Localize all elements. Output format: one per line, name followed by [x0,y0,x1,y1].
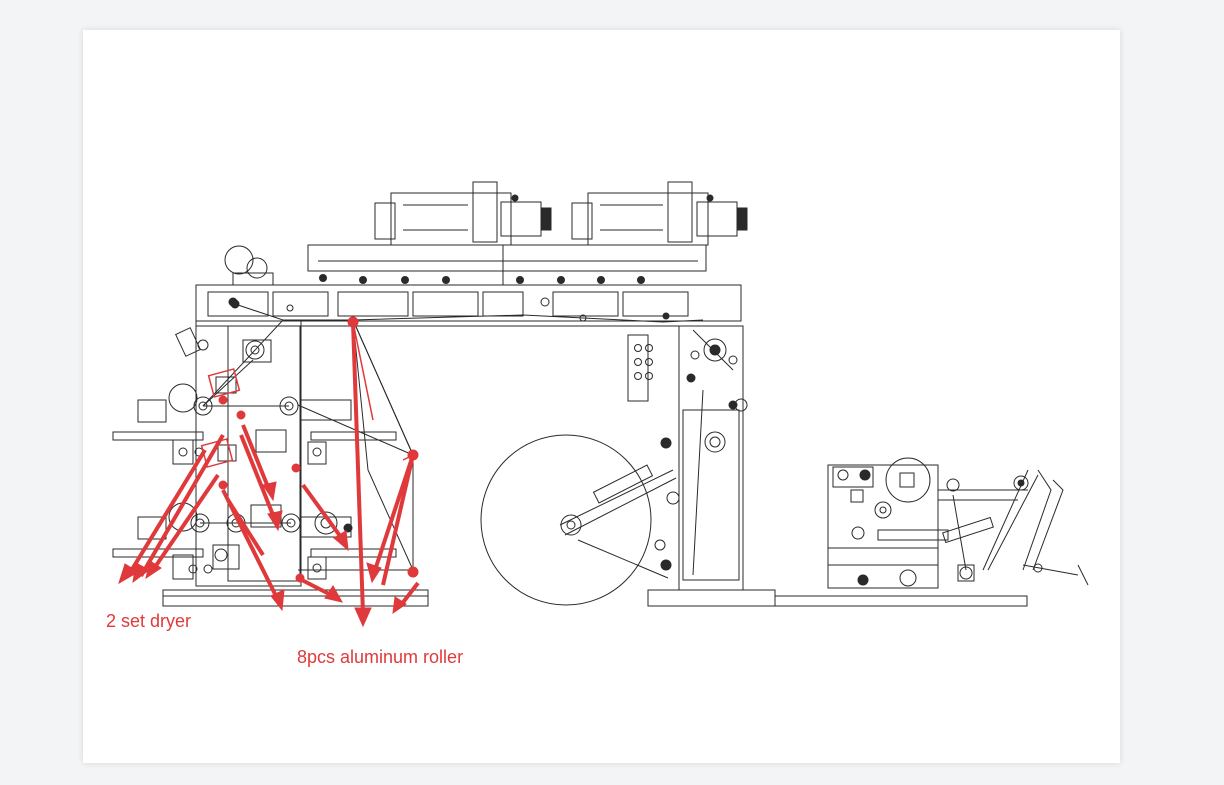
unwinder-unit [480,325,748,606]
dryer-annotation-label: 2 set dryer [106,611,192,631]
top-dryer-unit-right [571,181,748,246]
main-frame [195,245,743,327]
roller-arrows [221,321,420,628]
rewinder-unit [827,457,1089,589]
roller-annotation-label: 8pcs aluminum roller [297,647,464,667]
drying-tunnel [307,244,707,285]
left-print-tower [112,297,302,587]
printing-machine-drawing [112,181,1089,628]
diagram-sheet: 2 set dryer 8pcs aluminum roller [83,30,1120,763]
base-plate [162,589,1028,607]
web-path [200,303,704,571]
dryer-arrows [118,433,225,585]
top-dryer-unit-left [374,181,552,246]
aluminum-roller-markers [200,316,419,583]
